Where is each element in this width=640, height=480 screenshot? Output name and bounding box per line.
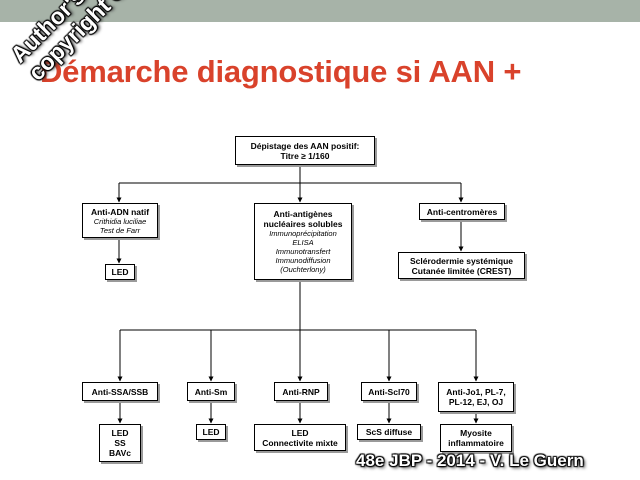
footer-watermark: 48e JBP - 2014 - V. Le Guern (356, 451, 584, 470)
node-anti-antigenes-nucleaires: Anti-antigènes nucléaires solubles Immun… (254, 203, 352, 280)
node-result-led: LED (105, 264, 135, 280)
node-result-myosite: Myosite inflammatoire (440, 424, 512, 452)
node-sclerodermie-systemique: Sclérodermie systémique Cutanée limitée … (398, 252, 525, 279)
node-anti-centromeres: Anti-centromères (419, 203, 505, 220)
node-anti-ssa-ssb: Anti-SSA/SSB (82, 382, 158, 401)
node-anti-jo1: Anti-Jo1, PL-7, PL-12, EJ, OJ (438, 382, 514, 412)
node-screening-positive: Dépistage des AAN positif: Titre ≥ 1/160 (235, 136, 375, 165)
node-anti-rnp: Anti-RNP (274, 382, 328, 401)
slide-title: Démarche diagnostique si AAN + (40, 54, 522, 89)
node-result-connectivite-mixte: LED Connectivite mixte (254, 424, 346, 451)
top-bar (0, 0, 640, 22)
node-anti-scl70: Anti-Scl70 (361, 382, 417, 401)
node-anti-adn-natif: Anti-ADN natif Crithidia luciliae Test d… (82, 203, 158, 238)
node-anti-sm: Anti-Sm (187, 382, 235, 401)
node-result-scs-diffuse: ScS diffuse (357, 424, 421, 440)
node-result-led-sm: LED (196, 424, 226, 440)
node-result-led-ss-bavc: LED SS BAVc (99, 424, 141, 462)
